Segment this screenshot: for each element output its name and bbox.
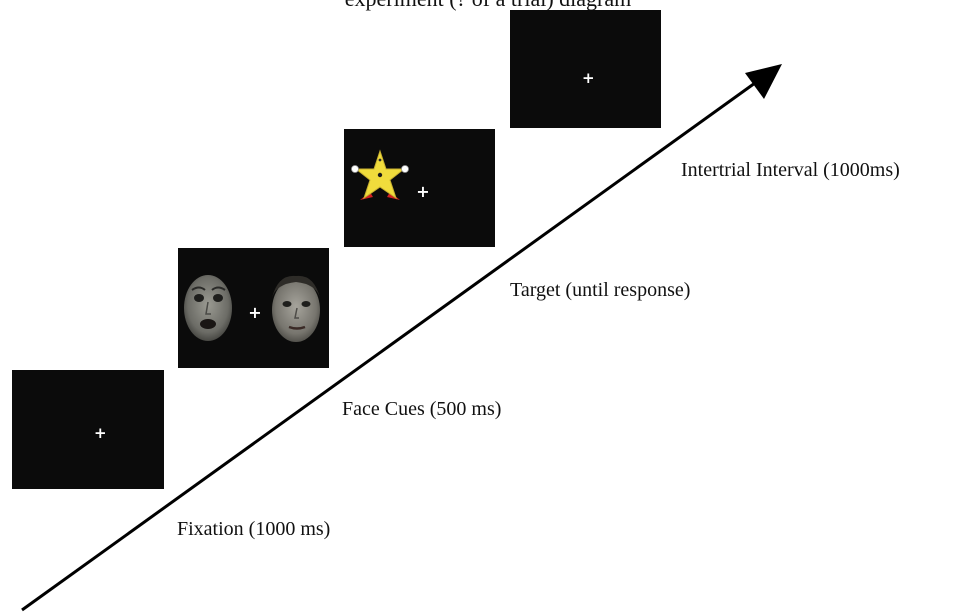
header-fragment: experiment (? of a trial) diagram [0, 0, 976, 12]
iti-screen: + [510, 10, 661, 128]
fixation-screen: + [12, 370, 164, 489]
target-screen: + [344, 129, 495, 247]
face-cues-content: + [184, 275, 320, 342]
iti-cross: + [582, 69, 595, 87]
target-label: Target (until response) [510, 279, 691, 301]
target-cross: + [416, 182, 429, 201]
face-cues-label: Face Cues (500 ms) [342, 398, 502, 420]
star-character-icon [351, 149, 409, 200]
target-content: + [351, 149, 430, 201]
neutral-face-icon [272, 275, 320, 342]
face-cues-cross: + [248, 303, 261, 322]
iti-label: Intertrial Interval (1000ms) [681, 159, 900, 181]
face-cues-screen: + [178, 248, 329, 368]
fixation-label: Fixation (1000 ms) [177, 518, 331, 540]
fearful-face-icon [184, 275, 232, 341]
arrowhead-icon [745, 64, 782, 99]
fixation-cross: + [94, 424, 107, 442]
